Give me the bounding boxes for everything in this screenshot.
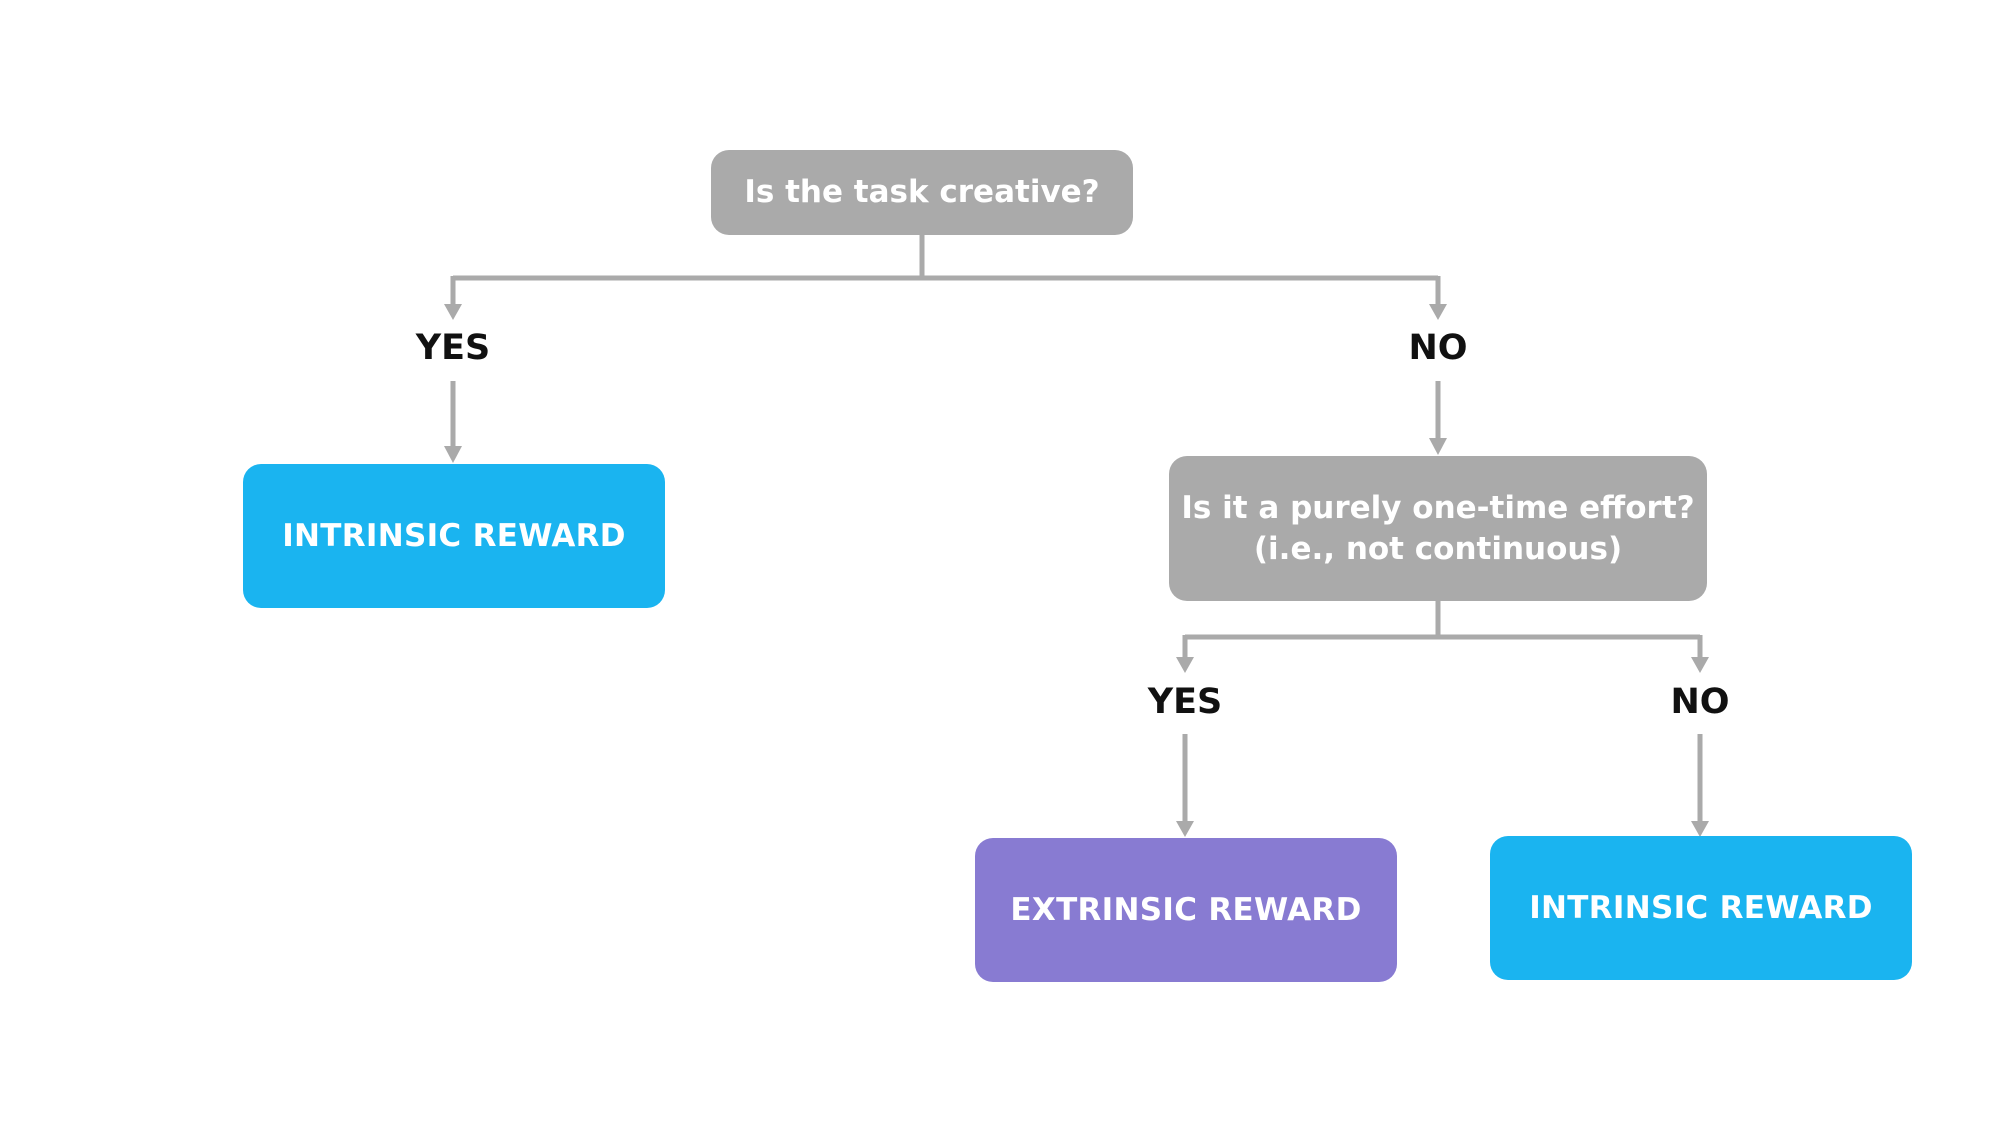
second-no-label: NO <box>1670 682 1730 722</box>
arrowhead-icon <box>1691 821 1709 837</box>
arrowhead-icon <box>1176 657 1194 673</box>
intrinsic-reward-box: INTRINSIC REWARD <box>243 464 665 608</box>
intrinsic-reward-secondary-text: INTRINSIC REWARD <box>1529 889 1873 926</box>
second-branch-connector <box>1182 600 1703 659</box>
root-question-box: Is the task creative? <box>711 150 1133 235</box>
arrowhead-icon <box>444 446 462 463</box>
second-question-line1: Is it a purely one-time effort? <box>1181 490 1695 527</box>
extrinsic-reward-box: EXTRINSIC REWARD <box>975 838 1397 982</box>
second-yes-label: YES <box>1147 682 1223 722</box>
arrowhead-icon <box>444 304 462 320</box>
intrinsic-reward-box-secondary: INTRINSIC REWARD <box>1490 836 1912 980</box>
second-question-line2: (i.e., not continuous) <box>1253 530 1623 567</box>
root-branch-connector <box>450 234 1441 307</box>
arrowhead-icon <box>1429 438 1447 455</box>
second-question-box: Is it a purely one-time effort? (i.e., n… <box>1169 456 1707 601</box>
arrowhead-icon <box>1429 304 1447 320</box>
root-yes-label: YES <box>415 328 491 368</box>
intrinsic-reward-text: INTRINSIC REWARD <box>282 517 626 554</box>
arrowhead-icon <box>1691 657 1709 673</box>
root-question-text: Is the task creative? <box>744 174 1100 211</box>
extrinsic-reward-text: EXTRINSIC REWARD <box>1010 891 1362 928</box>
root-no-label: NO <box>1408 328 1468 368</box>
arrowhead-icon <box>1176 821 1194 837</box>
